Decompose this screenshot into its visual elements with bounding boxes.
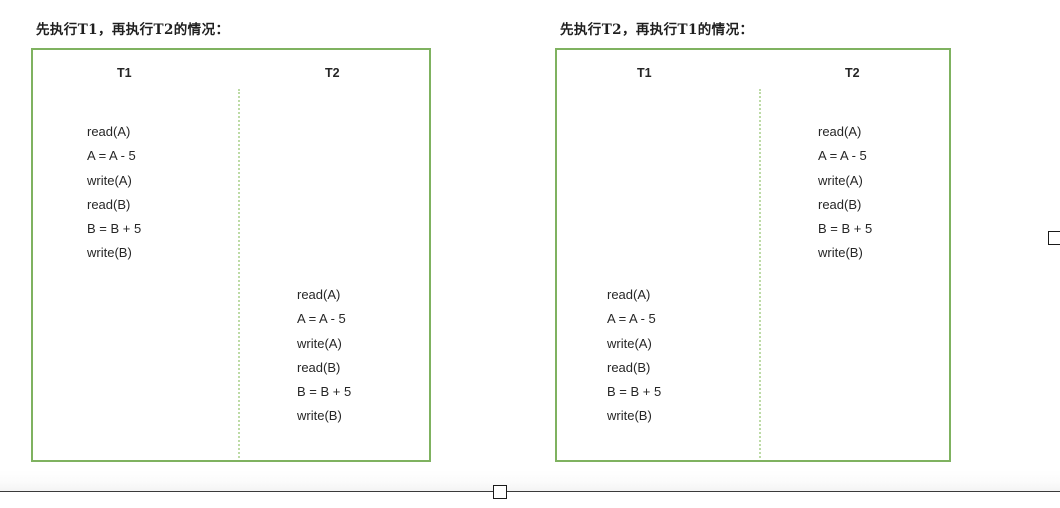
transaction-steps-t1: read(A) A = A - 5 write(A) read(B) B = B… <box>607 283 661 429</box>
step-line: A = A - 5 <box>818 148 867 164</box>
step-line: B = B + 5 <box>87 221 142 237</box>
page-bottom-fade <box>0 470 1060 491</box>
step-line: write(A) <box>87 172 132 188</box>
scenario-heading-t2-first: 先执行T2，再执行T1的情况： <box>560 22 754 38</box>
step-line: write(B) <box>818 245 863 261</box>
step-line: write(A) <box>297 335 342 351</box>
step-line: write(B) <box>87 245 132 261</box>
transaction-steps-t2: read(A) A = A - 5 write(A) read(B) B = B… <box>818 120 872 266</box>
step-line: read(B) <box>818 196 862 212</box>
step-line: read(B) <box>607 359 651 375</box>
step-line: read(A) <box>87 124 131 139</box>
column-header-t2: T2 <box>325 66 340 80</box>
page-break-rule <box>0 491 1060 492</box>
transaction-steps-t1: read(A) A = A - 5 write(A) read(B) B = B… <box>87 120 141 266</box>
transaction-steps-t2: read(A) A = A - 5 write(A) read(B) B = B… <box>297 283 351 429</box>
column-divider <box>238 89 240 458</box>
step-line: A = A - 5 <box>87 148 136 164</box>
step-line: read(A) <box>607 287 651 302</box>
scenario-panel-t2-first: 先执行T2，再执行T1的情况： T1 T2 read(A) A = A - 5 … <box>555 18 951 462</box>
column-header-t1: T1 <box>117 66 132 80</box>
step-line: write(A) <box>607 335 652 351</box>
step-line: B = B + 5 <box>297 384 352 400</box>
step-line: write(B) <box>607 408 652 424</box>
step-line: A = A - 5 <box>297 311 346 327</box>
column-header-row: T1 T2 <box>33 66 429 86</box>
step-line: read(A) <box>818 124 862 139</box>
column-divider <box>759 89 761 458</box>
step-line: B = B + 5 <box>607 384 662 400</box>
schedule-box-t2-first: T1 T2 read(A) A = A - 5 write(A) read(B)… <box>555 48 951 462</box>
step-line: write(B) <box>297 408 342 424</box>
column-header-t1: T1 <box>637 66 652 80</box>
step-line: read(B) <box>87 196 131 212</box>
resize-handle-right-icon[interactable] <box>1048 231 1060 245</box>
step-line: read(A) <box>297 287 341 302</box>
step-line: A = A - 5 <box>607 311 656 327</box>
schedule-box-t1-first: T1 T2 read(A) A = A - 5 write(A) read(B)… <box>31 48 431 462</box>
scenario-panel-t1-first: 先执行T1，再执行T2的情况： T1 T2 read(A) A = A - 5 … <box>31 18 431 462</box>
step-line: B = B + 5 <box>818 221 873 237</box>
resize-handle-bottom-icon[interactable] <box>493 485 507 499</box>
step-line: write(A) <box>818 172 863 188</box>
column-header-t2: T2 <box>845 66 860 80</box>
scenario-heading-t1-first: 先执行T1，再执行T2的情况： <box>36 22 230 38</box>
step-line: read(B) <box>297 359 341 375</box>
column-header-row: T1 T2 <box>557 66 949 86</box>
